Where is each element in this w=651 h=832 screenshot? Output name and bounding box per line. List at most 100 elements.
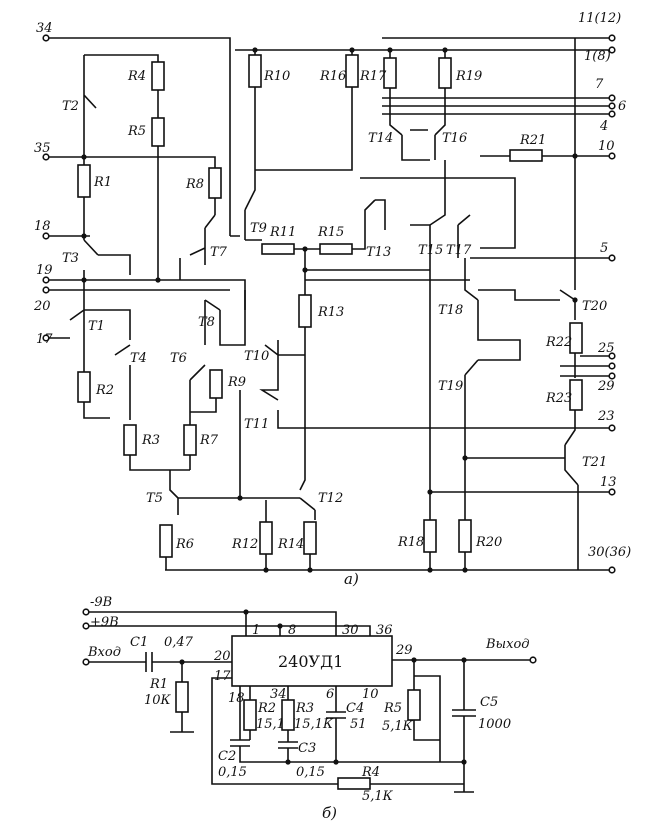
transistor-t18-label: T18 [438, 303, 463, 318]
output-label: Выход [485, 637, 530, 652]
schematic-a: 34 35 18 19 20 17 11(12) 1(8) 7 6 4 10 5… [33, 11, 631, 588]
input-label: Вход [87, 645, 121, 660]
resistor-r14 [303, 521, 317, 555]
resistor-r23-label: R23 [545, 391, 572, 406]
pin-29-label: 29 [597, 379, 615, 394]
resistor-b-r5 [407, 689, 421, 721]
resistor-r13 [298, 294, 312, 328]
chip-pin-30: 30 [342, 623, 359, 638]
pin-10-label: 10 [598, 139, 615, 154]
resistor-r18-label: R18 [397, 535, 424, 550]
pin-7-label: 7 [595, 77, 604, 92]
caption-b: б) [322, 804, 337, 822]
c5-label: C5 [480, 695, 498, 710]
r2-label: R2 [257, 701, 276, 716]
transistor-t7-label: T7 [210, 245, 228, 260]
pin-34-label: 34 [36, 21, 53, 36]
resistor-r19 [438, 57, 452, 89]
c4-value: 51 [350, 717, 367, 732]
resistor-r18 [423, 519, 437, 553]
c4-label: C4 [346, 701, 364, 716]
resistor-r23 [569, 379, 583, 411]
transistor-t19-label: T19 [438, 379, 463, 394]
resistor-r17-label: R17 [359, 69, 387, 84]
r3-value: 15,1К [294, 717, 334, 732]
transistor-t11-label: T11 [244, 417, 269, 432]
transistor-t17-label: T17 [446, 243, 472, 258]
transistor-t14-label: T14 [368, 131, 393, 146]
transistor-t1-label: T1 [88, 319, 105, 334]
resistor-r21 [509, 149, 543, 162]
resistor-b-r2 [243, 699, 257, 731]
resistor-r12 [259, 521, 273, 555]
c5-value: 1000 [478, 717, 511, 732]
caption-a: а) [344, 570, 359, 588]
transistor-t2-label: T2 [62, 99, 79, 114]
r4-value: 5,1К [362, 789, 394, 804]
transistor-t8-label: T8 [198, 315, 215, 330]
resistor-r1 [77, 164, 91, 198]
schematic-b: -9В +9В 240УД1 1 8 30 36 20 17 29 18 34 … [82, 595, 537, 822]
pin-5-label: 5 [600, 241, 608, 256]
resistor-r15 [319, 243, 353, 255]
pin-4-label: 4 [599, 119, 608, 134]
c2-value: 0,15 [218, 765, 247, 780]
pin-20-label: 20 [33, 299, 51, 314]
chip-240ud1 [231, 635, 393, 687]
resistor-r2-label: R2 [95, 383, 114, 398]
pin-18-label: 18 [34, 219, 51, 234]
c3-value: 0,15 [296, 765, 325, 780]
resistor-r4-label: R4 [127, 69, 146, 84]
resistor-r8 [208, 167, 222, 199]
resistor-r11 [261, 243, 295, 255]
resistor-r7-label: R7 [199, 433, 219, 448]
capacitor-c5 [452, 660, 476, 793]
resistor-b-r1 [175, 681, 189, 713]
pin-35-label: 35 [34, 141, 51, 156]
transistor-t16-label: T16 [442, 131, 467, 146]
resistor-r15-label: R15 [317, 225, 344, 240]
chip-pin-36: 36 [376, 623, 393, 638]
pin-13-label: 13 [600, 475, 617, 490]
pin-17-label: 17 [36, 332, 53, 347]
chip-pin-34: 34 [270, 687, 287, 702]
transistor-t12-label: T12 [318, 491, 343, 506]
chip-pin-1: 1 [252, 623, 260, 638]
resistor-r22 [569, 322, 583, 354]
resistor-r8-label: R8 [185, 177, 204, 192]
resistor-r5-label: R5 [127, 124, 146, 139]
transistor-t13-label: T13 [366, 245, 391, 260]
resistor-r16-label: R16 [319, 69, 346, 84]
resistor-r10 [248, 54, 262, 88]
c2-label: C2 [218, 749, 236, 764]
r1-label: R1 [149, 677, 168, 692]
resistor-r16 [345, 54, 359, 88]
c1-label: C1 [130, 635, 148, 650]
pin-1-label: 1(8) [584, 49, 611, 64]
resistor-r20 [458, 519, 472, 553]
r1-value: 10К [144, 693, 172, 708]
resistor-r2 [77, 371, 91, 403]
transistor-t21-label: T21 [582, 455, 607, 470]
pin-25-label: 25 [597, 341, 615, 356]
transistor-t6-label: T6 [170, 351, 187, 366]
r5-label: R5 [383, 701, 402, 716]
resistor-r1-label: R1 [93, 175, 112, 190]
capacitor-c4 [326, 686, 346, 762]
supply-negative-label: -9В [90, 595, 112, 610]
transistor-t5-label: T5 [146, 491, 163, 506]
pin-6-label: 6 [618, 99, 626, 114]
capacitor-c1 [145, 652, 153, 672]
chip-label: 240УД1 [278, 652, 343, 671]
transistor-t15-label: T15 [418, 243, 443, 258]
transistor-t9-label: T9 [250, 221, 267, 236]
resistor-r22-label: R22 [545, 335, 572, 350]
resistor-r19-label: R19 [455, 69, 482, 84]
chip-pin-29: 29 [395, 643, 413, 658]
c3-label: C3 [298, 741, 316, 756]
chip-pin-17: 17 [214, 669, 231, 684]
pin-30-label: 30(36) [588, 545, 631, 560]
resistor-r13-label: R13 [317, 305, 344, 320]
transistor-t20-label: T20 [582, 299, 607, 314]
